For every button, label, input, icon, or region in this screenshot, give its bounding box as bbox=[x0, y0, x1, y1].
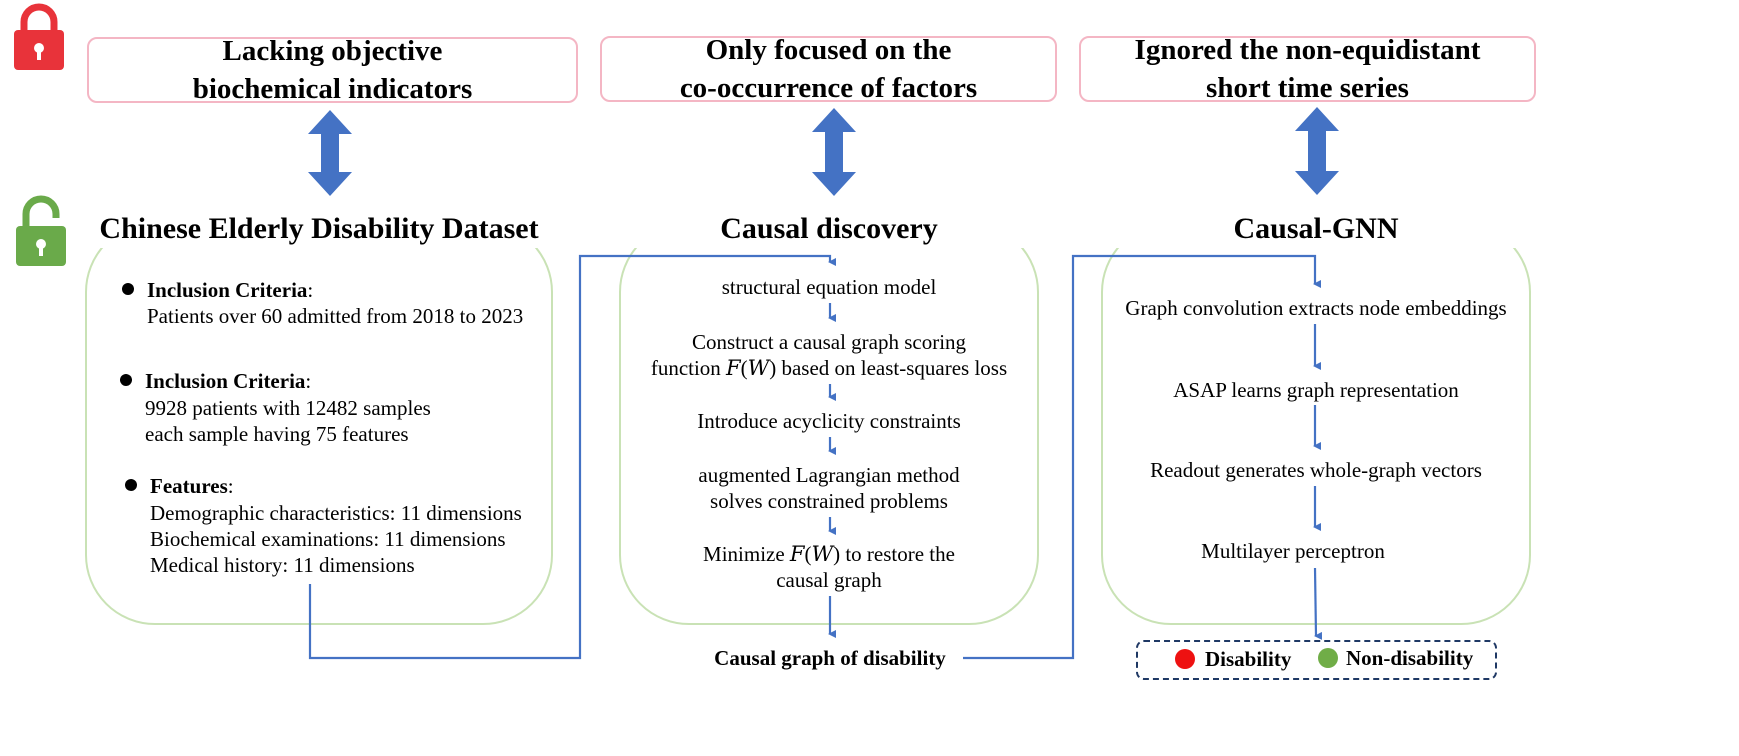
causal-graph-output: Causal graph of disability bbox=[714, 646, 946, 670]
causal-discovery-title: Causal discovery bbox=[720, 212, 938, 245]
causal-step: Construct a causal graph scoring bbox=[691, 330, 967, 354]
causal-discovery-panel bbox=[619, 222, 1039, 625]
connector-dataset-to-causal bbox=[308, 254, 836, 660]
criteria-line: 9928 patients with 12482 samples bbox=[145, 396, 431, 420]
locked-padlock-icon bbox=[14, 3, 64, 70]
feature-line: Demographic characteristics: 11 dimensio… bbox=[150, 501, 522, 525]
causal-step: function 𝐹(𝑊) based on least-squares los… bbox=[650, 356, 1008, 380]
legend-label-non-disability: Non-disability bbox=[1346, 646, 1474, 670]
criteria-line: Patients over 60 admitted from 2018 to 2… bbox=[147, 304, 524, 328]
causal-step: Minimize 𝐹(𝑊) to restore the bbox=[703, 542, 955, 566]
feature-line: Biochemical examinations: 11 dimensions bbox=[150, 527, 506, 551]
legend bbox=[1136, 640, 1497, 680]
causal-step: structural equation model bbox=[721, 275, 937, 299]
inclusion-criteria-2: Inclusion Criteria: bbox=[145, 369, 312, 393]
connector-causal-to-gnn bbox=[963, 254, 1321, 660]
double-arrow-icon bbox=[1295, 107, 1339, 195]
double-arrow-icon bbox=[812, 108, 856, 196]
gnn-step: Multilayer perceptron bbox=[1201, 539, 1385, 563]
problem-text: Lacking objective biochemical indicators bbox=[192, 35, 473, 105]
criteria-label: Inclusion Criteria bbox=[145, 369, 306, 393]
bullet bbox=[125, 479, 137, 491]
non-disability-dot bbox=[1318, 648, 1338, 668]
features-label: Features bbox=[150, 474, 228, 498]
gnn-step: ASAP learns graph representation bbox=[1173, 378, 1459, 402]
bullet bbox=[120, 374, 132, 386]
gnn-title: Causal-GNN bbox=[1233, 212, 1399, 245]
criteria-line: each sample having 75 features bbox=[145, 422, 409, 446]
dataset-title: Chinese Elderly Disability Dataset bbox=[99, 212, 539, 245]
problem-box-indicators: Lacking objective biochemical indicators bbox=[87, 35, 578, 105]
causal-step: augmented Lagrangian method bbox=[698, 463, 960, 487]
unlocked-padlock-icon bbox=[16, 195, 66, 266]
dataset-panel bbox=[85, 222, 553, 625]
gnn-step: Readout generates whole-graph vectors bbox=[1150, 458, 1482, 482]
problem-text: Only focused on the co-occurrence of fac… bbox=[679, 34, 978, 104]
problem-text: Ignored the non-equidistant short time s… bbox=[1134, 34, 1481, 104]
gnn-step: Graph convolution extracts node embeddin… bbox=[1125, 296, 1507, 320]
causal-step: Introduce acyclicity constraints bbox=[697, 409, 961, 433]
feature-line: Medical history: 11 dimensions bbox=[150, 553, 415, 577]
inclusion-criteria-1: Inclusion Criteria: bbox=[147, 278, 314, 302]
bullet bbox=[122, 283, 134, 295]
problem-box-co-occurrence: Only focused on the co-occurrence of fac… bbox=[600, 34, 1057, 104]
causal-step: solves constrained problems bbox=[710, 489, 948, 513]
problem-box-time-series: Ignored the non-equidistant short time s… bbox=[1079, 34, 1536, 104]
disability-dot bbox=[1175, 649, 1195, 669]
legend-label-disability: Disability bbox=[1205, 647, 1292, 671]
causal-step: causal graph bbox=[776, 568, 882, 592]
double-arrow-icon bbox=[308, 110, 352, 196]
criteria-label: Inclusion Criteria bbox=[147, 278, 308, 302]
features-heading: Features: bbox=[150, 474, 234, 498]
